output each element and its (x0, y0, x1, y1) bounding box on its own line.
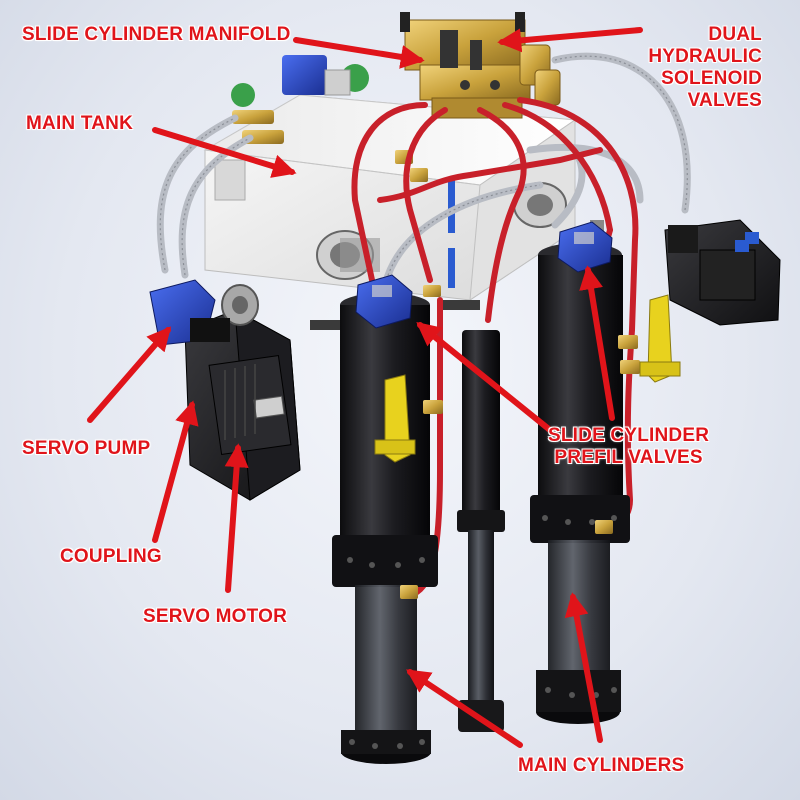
arrow-icon (564, 592, 603, 743)
arrow-icon (87, 326, 172, 423)
right-pump-assembly (664, 219, 781, 326)
label-servo-motor: SERVO MOTOR (143, 606, 288, 627)
coupling-part (221, 284, 259, 326)
braided-hoses-texture (159, 55, 688, 286)
tank-couplings (316, 182, 567, 280)
label-main-tank: MAIN TANK (26, 113, 133, 134)
arrow-icon (416, 321, 553, 433)
arrow-icon (152, 127, 297, 178)
cylinder-fittings (400, 285, 640, 599)
arrow-icon (293, 37, 425, 69)
prefill-valves (355, 221, 613, 329)
left-fittings (232, 110, 428, 182)
arrow-icon (224, 443, 249, 593)
yellow-brackets (374, 294, 681, 463)
servo-pump-assembly (184, 309, 301, 501)
label-main-cylinders: MAIN CYLINDERS (518, 755, 685, 776)
callout-arrows (87, 27, 643, 748)
dual-solenoid-valves (519, 44, 561, 106)
left-main-cylinder (332, 293, 438, 764)
label-dual-hydraulic-solenoid-valves: DUAL HYDRAULIC SOLENOID VALVES (648, 24, 762, 111)
arrow-icon (152, 400, 199, 543)
right-main-cylinder (530, 243, 630, 724)
arrow-icon (579, 265, 615, 421)
label-slide-cylinder-manifold: SLIDE CYLINDER MANIFOLD (22, 24, 291, 45)
arrow-icon (497, 27, 643, 53)
label-slide-cylinder-prefill-valves: SLIDE CYLINDER PREFIL VALVES (548, 425, 710, 468)
arrow-icon (406, 669, 523, 748)
top-pump-unit (231, 55, 369, 107)
label-coupling: COUPLING (60, 546, 162, 567)
label-servo-pump: SERVO PUMP (22, 438, 151, 459)
slide-cylinder-manifold (400, 12, 531, 119)
